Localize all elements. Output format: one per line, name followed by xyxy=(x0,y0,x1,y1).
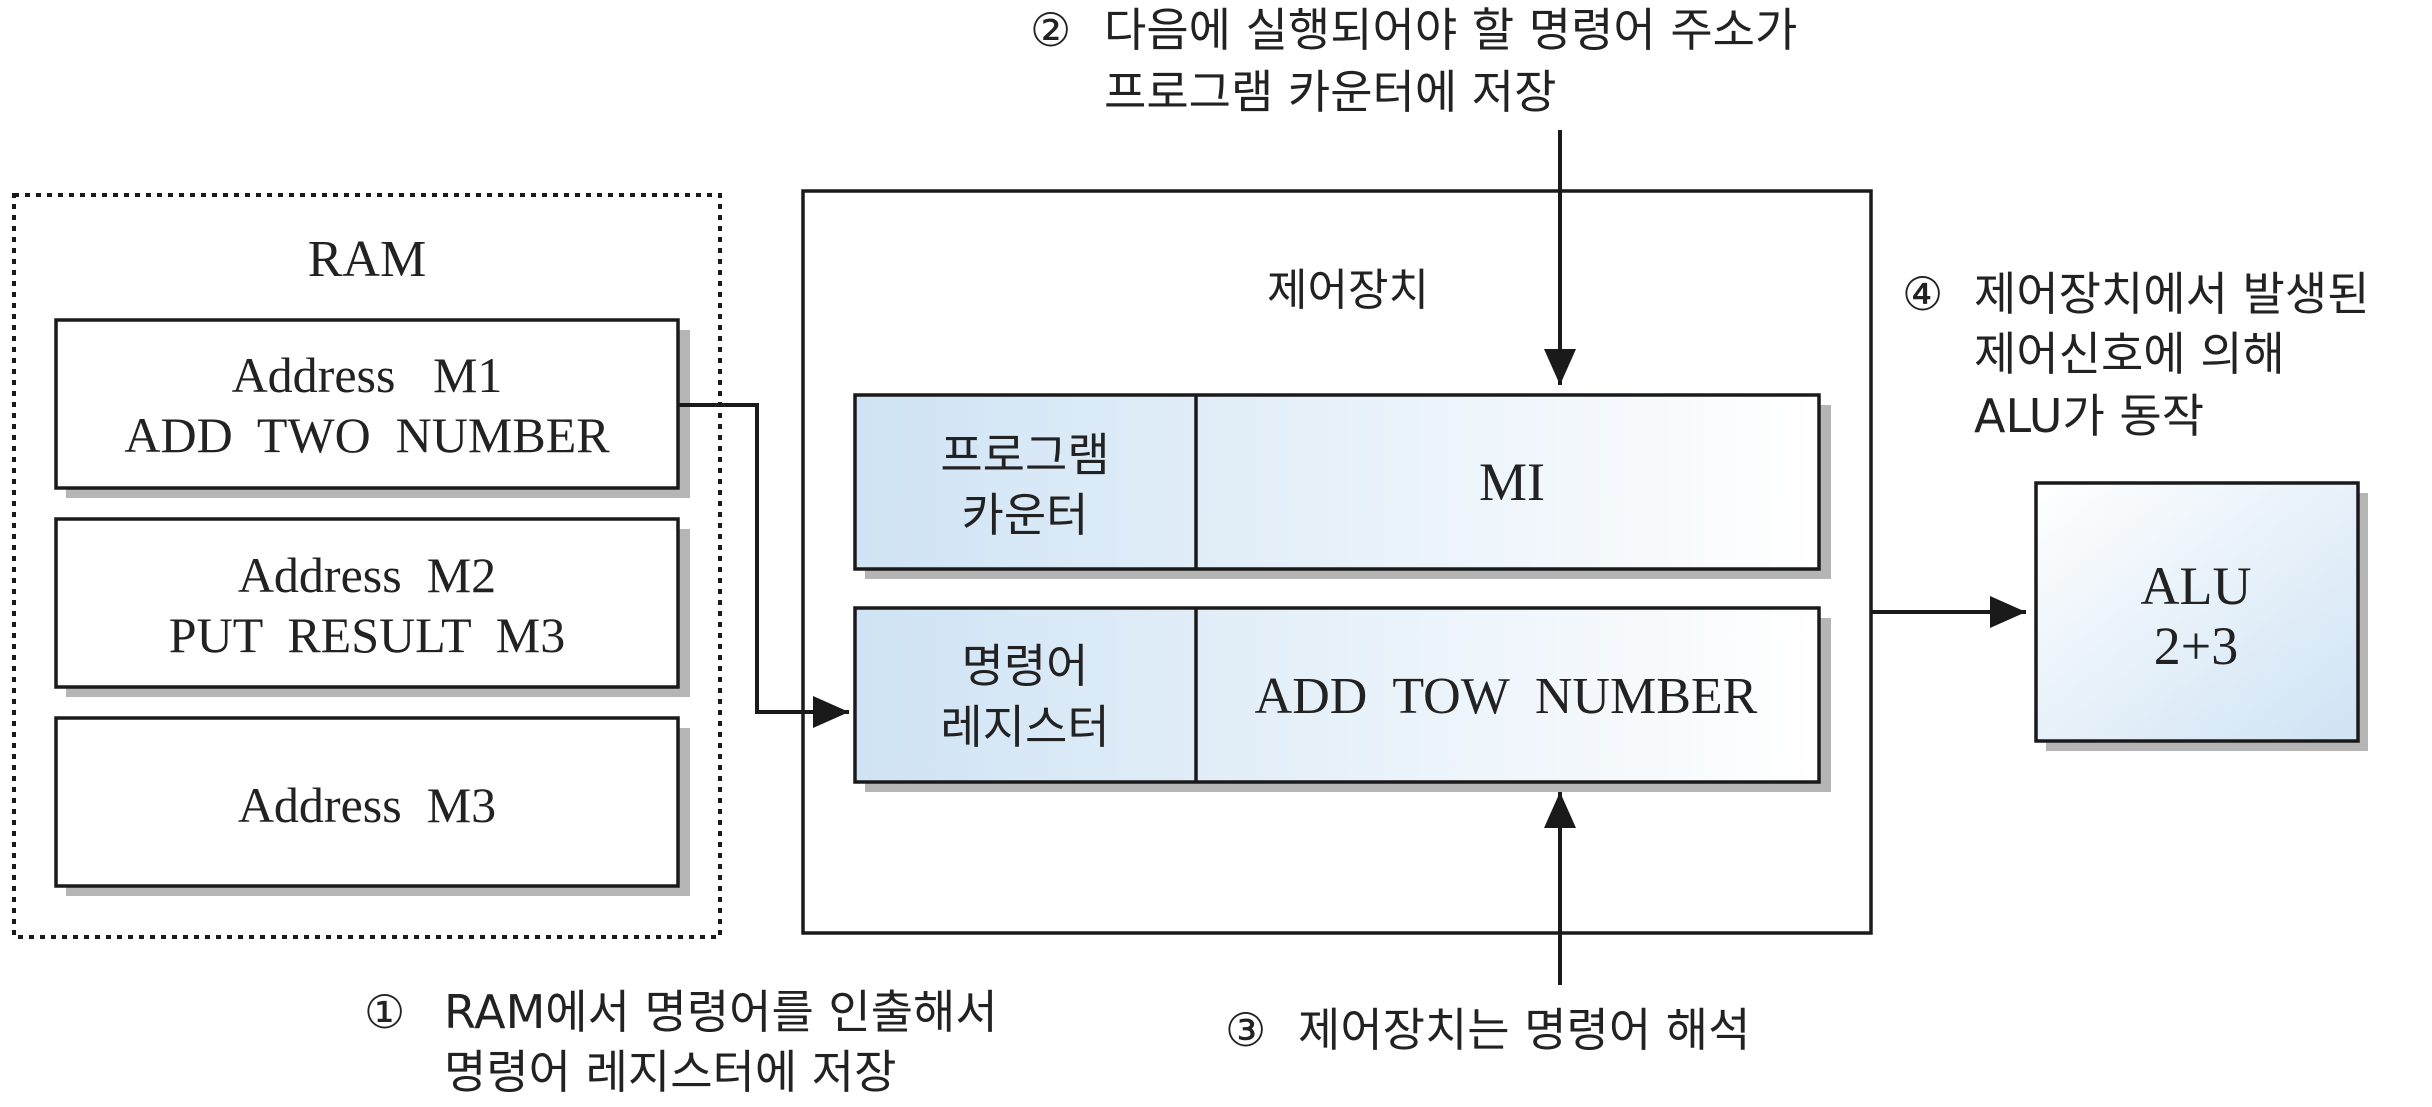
step-4-annotation: ④ 제어장치에서 발생된 제어신호에 의해 ALU가 동작 xyxy=(1902,267,2370,443)
step-3-line1: 제어장치는 명령어 해석 xyxy=(1298,1003,1750,1057)
step-1-marker: ① xyxy=(364,985,405,1039)
control-unit-border xyxy=(801,189,1873,935)
step-4-line3: ALU가 동작 xyxy=(1974,389,2204,443)
control-unit-title: 제어장치 xyxy=(1267,265,1429,316)
step-4-marker: ④ xyxy=(1902,267,1943,321)
step-1-line1: RAM에서 명령어를 인출해서 xyxy=(444,985,998,1039)
step-2-marker: ② xyxy=(1030,3,1071,57)
ram-cell-m2-instruction: PUT RESULT M3 xyxy=(169,607,565,663)
program-counter-label-line2: 카운터 xyxy=(962,488,1089,542)
ram-cell-m2-address: Address M2 xyxy=(238,547,496,603)
step-3-marker: ③ xyxy=(1225,1003,1266,1057)
ram-cell-m1: Address M1 ADD TWO NUMBER xyxy=(54,318,690,498)
alu-operation: 2+3 xyxy=(2154,616,2238,676)
program-counter-label-line1: 프로그램 xyxy=(940,428,1109,482)
ram-cell-m3-address: Address M3 xyxy=(238,777,496,833)
step-1-annotation: ① RAM에서 명령어를 인출해서 명령어 레지스터에 저장 xyxy=(364,985,998,1099)
step-2-annotation: ② 다음에 실행되어야 할 명령어 주소가 프로그램 카운터에 저장 xyxy=(1030,3,1797,119)
ram-cell-m2: Address M2 PUT RESULT M3 xyxy=(54,517,690,697)
step-4-line1: 제어장치에서 발생된 xyxy=(1974,267,2370,321)
alu-block: ALU 2+3 xyxy=(2034,481,2368,751)
ram-block: RAM Address M1 ADD TWO NUMBER Address M2… xyxy=(12,193,722,939)
step-2-line2: 프로그램 카운터에 저장 xyxy=(1104,65,1556,119)
instruction-register: 명령어 레지스터 ADD TOW NUMBER xyxy=(853,606,1831,792)
ram-dotted-border xyxy=(12,193,722,939)
program-counter-value: MI xyxy=(1479,452,1545,512)
ram-cell-m3: Address M3 xyxy=(54,716,690,896)
program-counter-register: 프로그램 카운터 MI xyxy=(853,393,1831,579)
arrow-ram-to-instruction-register xyxy=(678,403,849,728)
step-4-line2: 제어신호에 의해 xyxy=(1974,327,2285,381)
ram-cell-m1-address: Address M1 xyxy=(232,347,503,403)
step-1-line2: 명령어 레지스터에 저장 xyxy=(444,1045,896,1099)
ram-cell-m1-instruction: ADD TWO NUMBER xyxy=(124,407,610,463)
step-2-line1: 다음에 실행되어야 할 명령어 주소가 xyxy=(1104,3,1797,57)
control-unit-block: 제어장치 프로그램 카운터 MI 명령어 레지스터 ADD TOW NUMBER xyxy=(801,189,1873,935)
instruction-register-label-line2: 레지스터 xyxy=(940,700,1109,754)
alu-label: ALU xyxy=(2141,556,2252,616)
step-3-annotation: ③ 제어장치는 명령어 해석 xyxy=(1225,1003,1750,1057)
instruction-register-value: ADD TOW NUMBER xyxy=(1255,668,1758,725)
instruction-register-label-line1: 명령어 xyxy=(962,639,1089,693)
ram-title: RAM xyxy=(308,231,426,288)
